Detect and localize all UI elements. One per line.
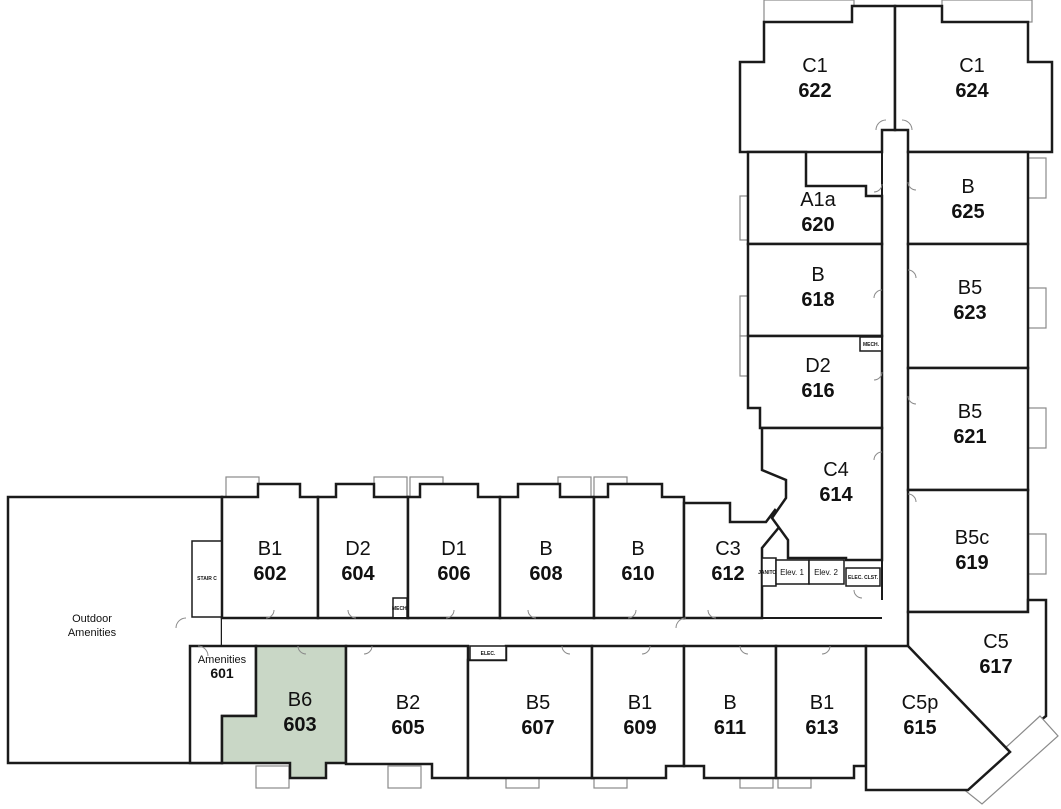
unit-608[interactable]: B 608 [498,476,596,620]
amenities-601-number: 601 [210,665,234,681]
unit-621-number: 621 [953,426,986,448]
unit-613-number: 613 [805,717,838,739]
amenities-601[interactable]: Amenities 601 [188,644,258,765]
elec-label: ELEC. [481,651,496,657]
unit-613-type: B1 [810,692,834,714]
mech-top-label: MECH. [863,342,880,348]
unit-614[interactable]: C4 614 [760,426,884,562]
unit-606-type: D1 [441,538,467,560]
corridor-vertical [882,130,908,646]
unit-616[interactable]: MECH. D2 616 [739,334,884,430]
unit-612-type: C3 [715,538,741,560]
unit-612[interactable]: C3 612 [682,501,787,620]
unit-616-number: 616 [801,380,834,402]
mech-bottom-label: MECH. [392,606,409,612]
unit-602-type: B1 [258,538,282,560]
unit-606-number: 606 [437,563,470,585]
unit-620-type: A1a [800,189,836,211]
corridor-horizontal [222,618,912,646]
unit-623[interactable]: B5 623 [906,242,1047,370]
unit-609-type: B1 [628,692,652,714]
unit-624-number: 624 [955,80,989,102]
unit-606[interactable]: D1 606 [406,476,502,620]
unit-609-number: 609 [623,717,656,739]
unit-622-number: 622 [798,80,831,102]
unit-623-number: 623 [953,302,986,324]
outdoor-amenities-label-1: Outdoor [72,613,112,625]
unit-614-type: C4 [823,459,849,481]
corridor-walls [190,130,909,647]
unit-622-type: C1 [802,55,828,77]
unit-615-type: C5p [902,692,939,714]
unit-610-type: B [631,538,644,560]
service-core: JANITOR Elev. 1 Elev. 2 ELEC. CLST. [758,557,881,587]
unit-609[interactable]: B1 609 [590,644,686,789]
unit-607[interactable]: ELEC. B5 607 [466,644,594,789]
unit-610[interactable]: B 610 [592,476,686,620]
unit-612-number: 612 [711,563,744,585]
unit-613[interactable]: B1 613 [774,644,868,789]
unit-621[interactable]: B5 621 [906,366,1047,492]
unit-619-type: B5c [955,527,989,549]
elec-clst-label: ELEC. CLST. [848,575,879,581]
door-swings [175,119,917,657]
unit-618[interactable]: B 618 [739,242,884,338]
unit-625[interactable]: B 625 [906,150,1047,246]
outdoor-amenities-label-2: Amenities [68,627,117,639]
unit-621-type: B5 [958,401,982,423]
unit-602-number: 602 [253,563,286,585]
unit-611[interactable]: B 611 [682,644,778,789]
unit-608-number: 608 [529,563,562,585]
unit-602[interactable]: B1 602 [220,476,320,620]
unit-620-number: 620 [801,214,834,236]
unit-604-type: D2 [345,538,371,560]
unit-623-type: B5 [958,277,982,299]
unit-616-type: D2 [805,355,831,377]
unit-607-type: B5 [526,692,550,714]
unit-610-number: 610 [621,563,654,585]
unit-622[interactable]: C1 622 [738,0,897,154]
unit-625-number: 625 [951,201,984,223]
unit-620[interactable]: A1a 620 [739,150,884,246]
unit-603-number: 603 [283,714,316,736]
unit-615-number: 615 [903,717,936,739]
unit-607-number: 607 [521,717,554,739]
unit-618-number: 618 [801,289,834,311]
unit-605[interactable]: B2 605 [344,644,470,789]
unit-611-number: 611 [714,717,746,739]
unit-605-type: B2 [396,692,420,714]
unit-615[interactable]: C5p 615 [864,644,1059,805]
unit-624[interactable]: C1 624 [893,0,1054,154]
unit-617-type: C5 [983,631,1009,653]
unit-611-type: B [723,692,736,714]
janitor-label: JANITOR [758,570,780,576]
unit-619[interactable]: B5c 619 [906,488,1047,614]
unit-614-number: 614 [819,484,853,506]
stair-c-label: STAIR C [197,576,217,582]
unit-608-type: B [539,538,552,560]
unit-617-number: 617 [979,656,1012,678]
unit-625-type: B [961,176,974,198]
elev-2-label: Elev. 2 [814,568,838,577]
elev-1-label: Elev. 1 [780,568,804,577]
amenities-601-type: Amenities [198,654,247,666]
unit-618-type: B [811,264,824,286]
unit-624-type: C1 [959,55,985,77]
unit-604[interactable]: MECH. D2 604 [316,476,410,620]
unit-605-number: 605 [391,717,424,739]
unit-619-number: 619 [955,552,988,574]
unit-604-number: 604 [341,563,375,585]
outdoor-amenities-area: STAIR C Outdoor Amenities [6,495,224,765]
unit-603-type: B6 [288,689,312,711]
